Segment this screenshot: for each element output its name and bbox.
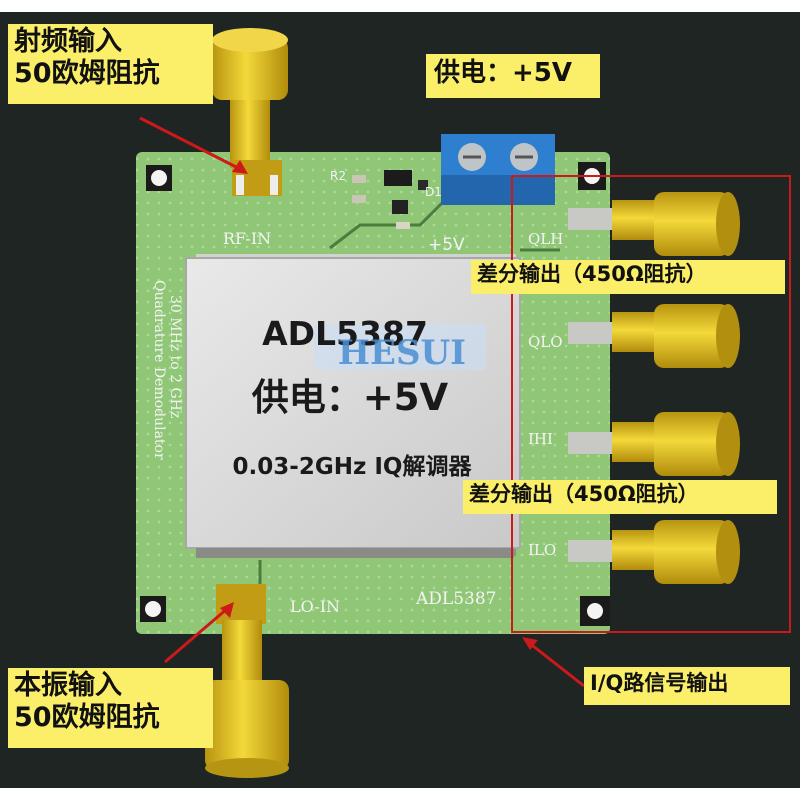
shield-freq: 0.03-2GHz IQ解调器 — [233, 453, 473, 480]
silkscreen-labels: RF-IN LO-IN +5V ADL5387 QLH QLO IHI ILO … — [151, 169, 563, 616]
shield-can — [185, 254, 521, 558]
lo-sma-connector — [205, 584, 289, 778]
silk-qlo: QLO — [528, 333, 563, 351]
sma-ihi — [568, 412, 740, 476]
silk-r2: R2 — [330, 169, 346, 183]
annotation-graphics — [139, 116, 791, 688]
lo-input-label: 本振输入 50欧姆阻抗 — [8, 668, 213, 748]
sma-qlo — [568, 304, 740, 368]
arrow-iq — [527, 640, 585, 688]
shield-power: 供电：+5V — [252, 376, 449, 419]
sma-qlh — [568, 192, 740, 256]
diff-output-label-top: 差分输出（450Ω阻抗） — [471, 260, 785, 294]
silk-rf-in: RF-IN — [223, 229, 271, 248]
silk-side-line1: 30 MHz to 2 GHz — [167, 295, 183, 418]
watermark-band — [314, 324, 486, 370]
iq-output-label: I/Q路信号输出 — [584, 667, 790, 705]
silk-ilo: ILO — [528, 541, 556, 559]
sma-ilo — [568, 520, 740, 584]
diff-output-label-bottom: 差分输出（450Ω阻抗） — [463, 480, 777, 514]
shield-chip-name: ADL5387 — [262, 314, 428, 353]
lo-input-label-line2: 50欧姆阻抗 — [14, 701, 160, 733]
lo-input-label-line1: 本振输入 — [14, 670, 122, 701]
output-sma-connectors — [568, 192, 740, 584]
arrow-lo — [164, 606, 229, 664]
silk-ihi: IHI — [528, 430, 553, 448]
power-terminal-block — [441, 134, 555, 205]
silk-d1: D1 — [425, 185, 442, 199]
silk-chip: ADL5387 — [415, 589, 496, 609]
output-highlight-frame — [511, 175, 791, 633]
arrow-rf — [139, 116, 243, 172]
rf-input-label: 射频输入 50欧姆阻抗 — [8, 24, 213, 104]
rf-input-label-line2: 50欧姆阻抗 — [14, 57, 160, 89]
smd-components — [352, 170, 428, 229]
silk-lo-in: LO-IN — [290, 597, 340, 616]
silk-side-line2: Quadrature Demodulator — [151, 280, 167, 460]
rf-input-label-line1: 射频输入 — [14, 26, 122, 57]
watermark-text: HESUI — [338, 333, 466, 373]
power-label: 供电：+5V — [426, 54, 600, 98]
silk-plus5v: +5V — [428, 235, 465, 255]
silk-qlh: QLH — [528, 230, 563, 248]
